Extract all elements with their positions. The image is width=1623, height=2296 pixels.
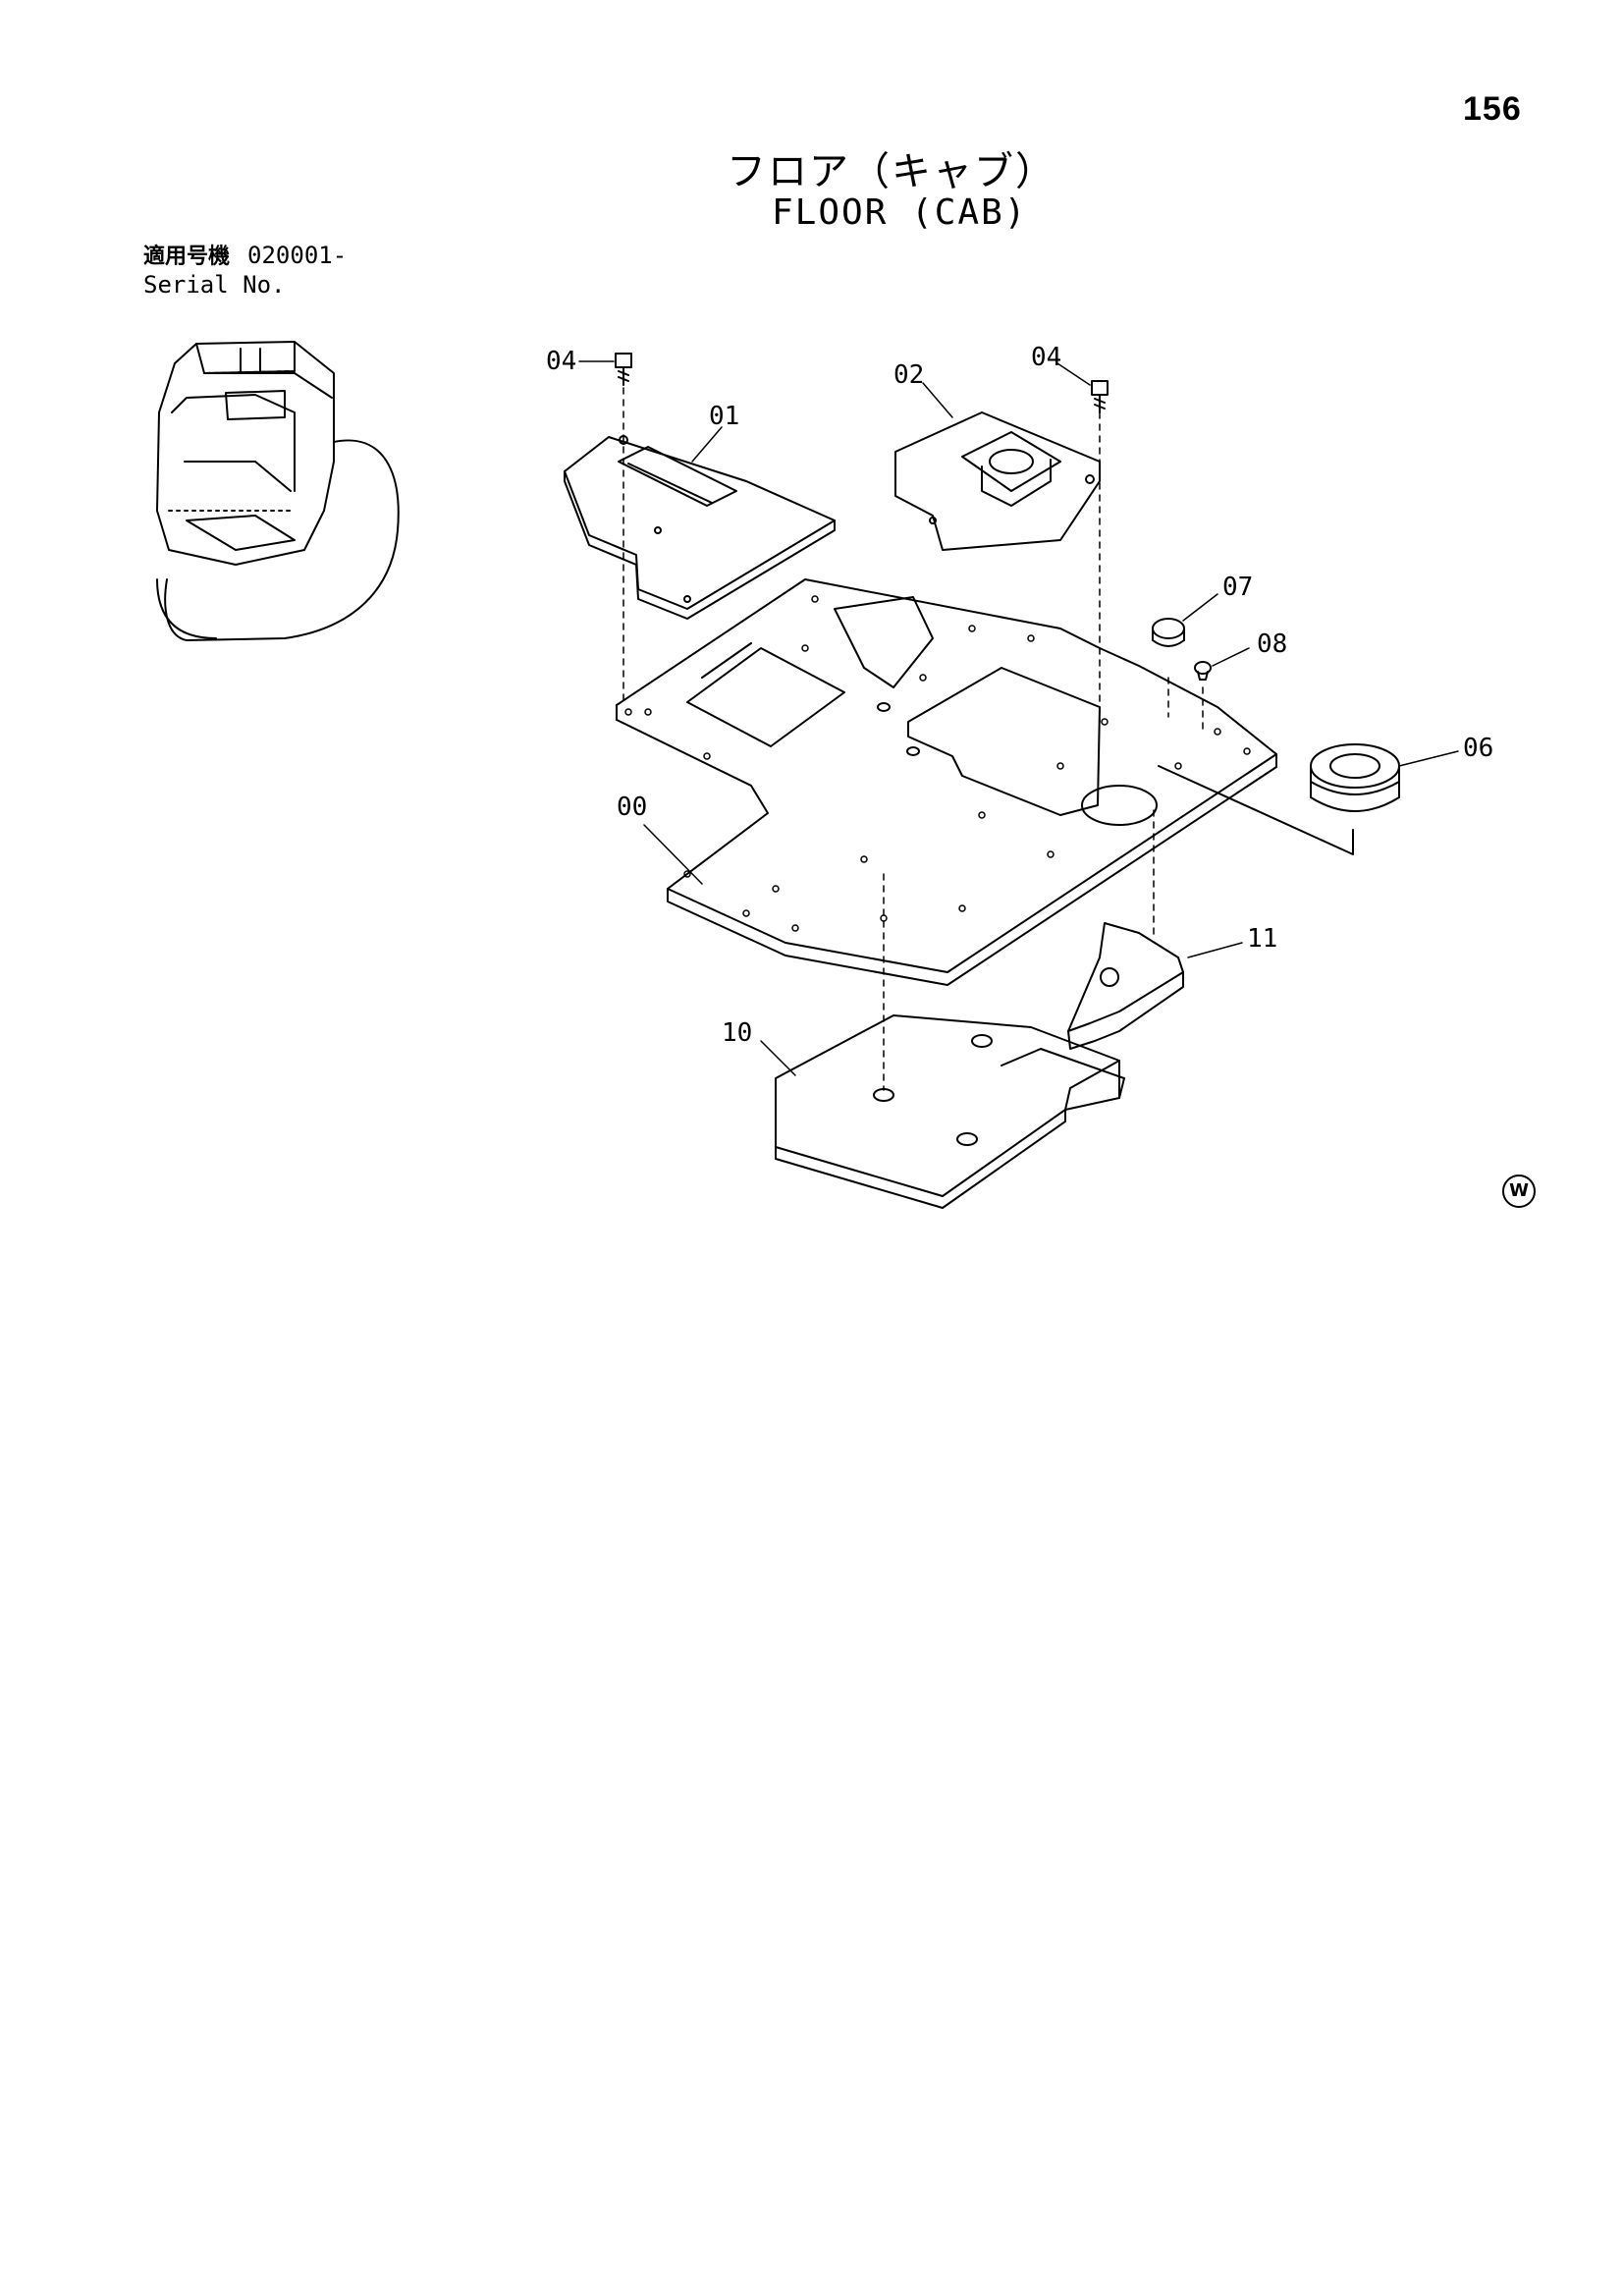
callout-grommet: 06: [1463, 734, 1493, 763]
page-number: 156: [1463, 90, 1522, 128]
callout-washer: 08: [1257, 629, 1287, 659]
callout-bolt-right: 04: [1031, 343, 1061, 372]
serial-block: 適用号機 020001- Serial No.: [143, 242, 347, 299]
pad-11: [1067, 922, 1184, 1050]
callout-labels: 04 04 01 02 07 08 06 00 11 10: [546, 343, 1493, 1048]
floor-plate-00: [616, 578, 1277, 986]
callout-pad: 11: [1247, 924, 1277, 954]
washer-08: [1194, 661, 1212, 681]
callout-nut: 07: [1222, 573, 1253, 602]
nut-07: [1152, 618, 1185, 647]
callout-mat: 10: [722, 1018, 752, 1048]
callout-cover-right: 02: [893, 360, 924, 390]
floor-plate-holes: [624, 595, 1251, 932]
serial-row-jp: 適用号機 020001-: [143, 242, 347, 271]
callout-floor-plate: 00: [617, 793, 647, 822]
bolt-04-right: [1091, 380, 1109, 413]
title-japanese: フロア（キャブ）: [727, 149, 1056, 194]
serial-value: 020001-: [247, 242, 348, 269]
bolt-04-left: [615, 353, 632, 386]
title-english: FLOOR (CAB): [772, 192, 1028, 233]
cover-plate-01: [564, 435, 836, 620]
cover-plate-02: [894, 411, 1101, 551]
cab-overview-illustration: [156, 341, 400, 641]
serial-label-jp: 適用号機: [143, 245, 231, 269]
mat-10: [775, 1014, 1125, 1209]
grommet-06: [1158, 743, 1400, 855]
callout-cover-left: 01: [709, 402, 739, 431]
w-mark: W: [1502, 1175, 1536, 1208]
callout-bolt-left: 04: [546, 347, 576, 376]
serial-label-en: Serial No.: [143, 271, 286, 299]
leader-lines: [578, 360, 1459, 1076]
assembly-lines: [622, 387, 1204, 1091]
